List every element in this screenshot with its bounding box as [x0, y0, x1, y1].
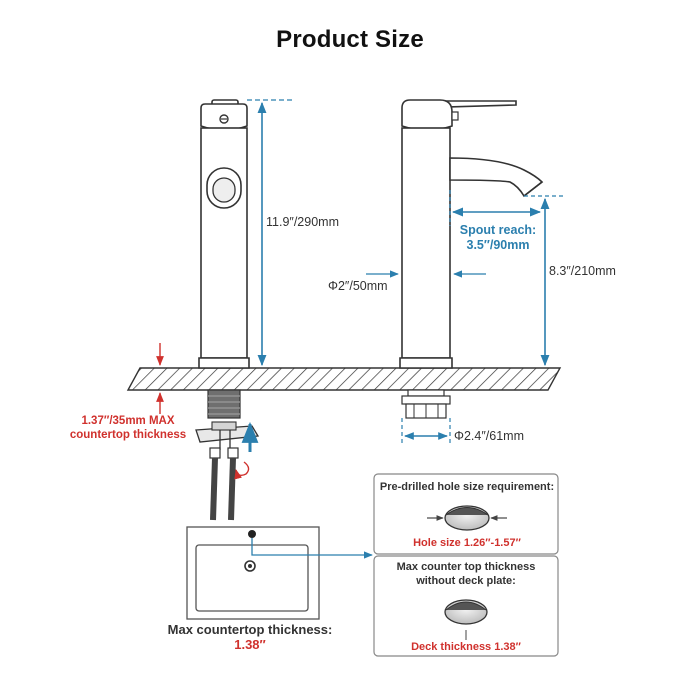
faucet-side-view [399, 99, 544, 419]
spout-reach-dimension [449, 190, 542, 226]
countertop-thickness-line2: countertop thickness [70, 429, 186, 441]
deck-panel-heading-line2: without deck plate: [415, 575, 516, 587]
deck-panel-heading-line1: Max counter top thickness [397, 561, 536, 573]
spout-height-dimension [524, 195, 566, 367]
spout-reach-line1: Spout reach: [460, 223, 536, 237]
countertop-thickness-line1: 1.37″/35mm MAX [81, 415, 174, 427]
sink-value: 1.38″ [234, 637, 266, 652]
base-diameter-label: Φ2.4″/61mm [454, 429, 524, 443]
page-title: Product Size [276, 26, 424, 53]
countertop [126, 367, 562, 391]
hole-panel-heading: Pre-drilled hole size requirement: [380, 481, 554, 493]
spout-reach-line2: 3.5″/90mm [467, 238, 530, 252]
deck-thickness-label: Deck thickness 1.38″ [411, 641, 522, 653]
body-diameter-label: Φ2″/50mm [328, 279, 388, 293]
height-total-label: 11.9″/290mm [266, 215, 339, 229]
faucet-front-view [195, 99, 260, 521]
panel-hole-size [373, 473, 559, 555]
panel-deck-thickness [373, 555, 559, 657]
base-diameter-dimension [401, 418, 451, 444]
height-dimension [247, 99, 295, 367]
hole-size-label: Hole size 1.26″-1.57″ [413, 537, 521, 549]
sink-top-view [186, 526, 373, 620]
spout-height-label: 8.3″/210mm [549, 264, 616, 278]
sink-caption: Max countertop thickness: [168, 622, 333, 637]
